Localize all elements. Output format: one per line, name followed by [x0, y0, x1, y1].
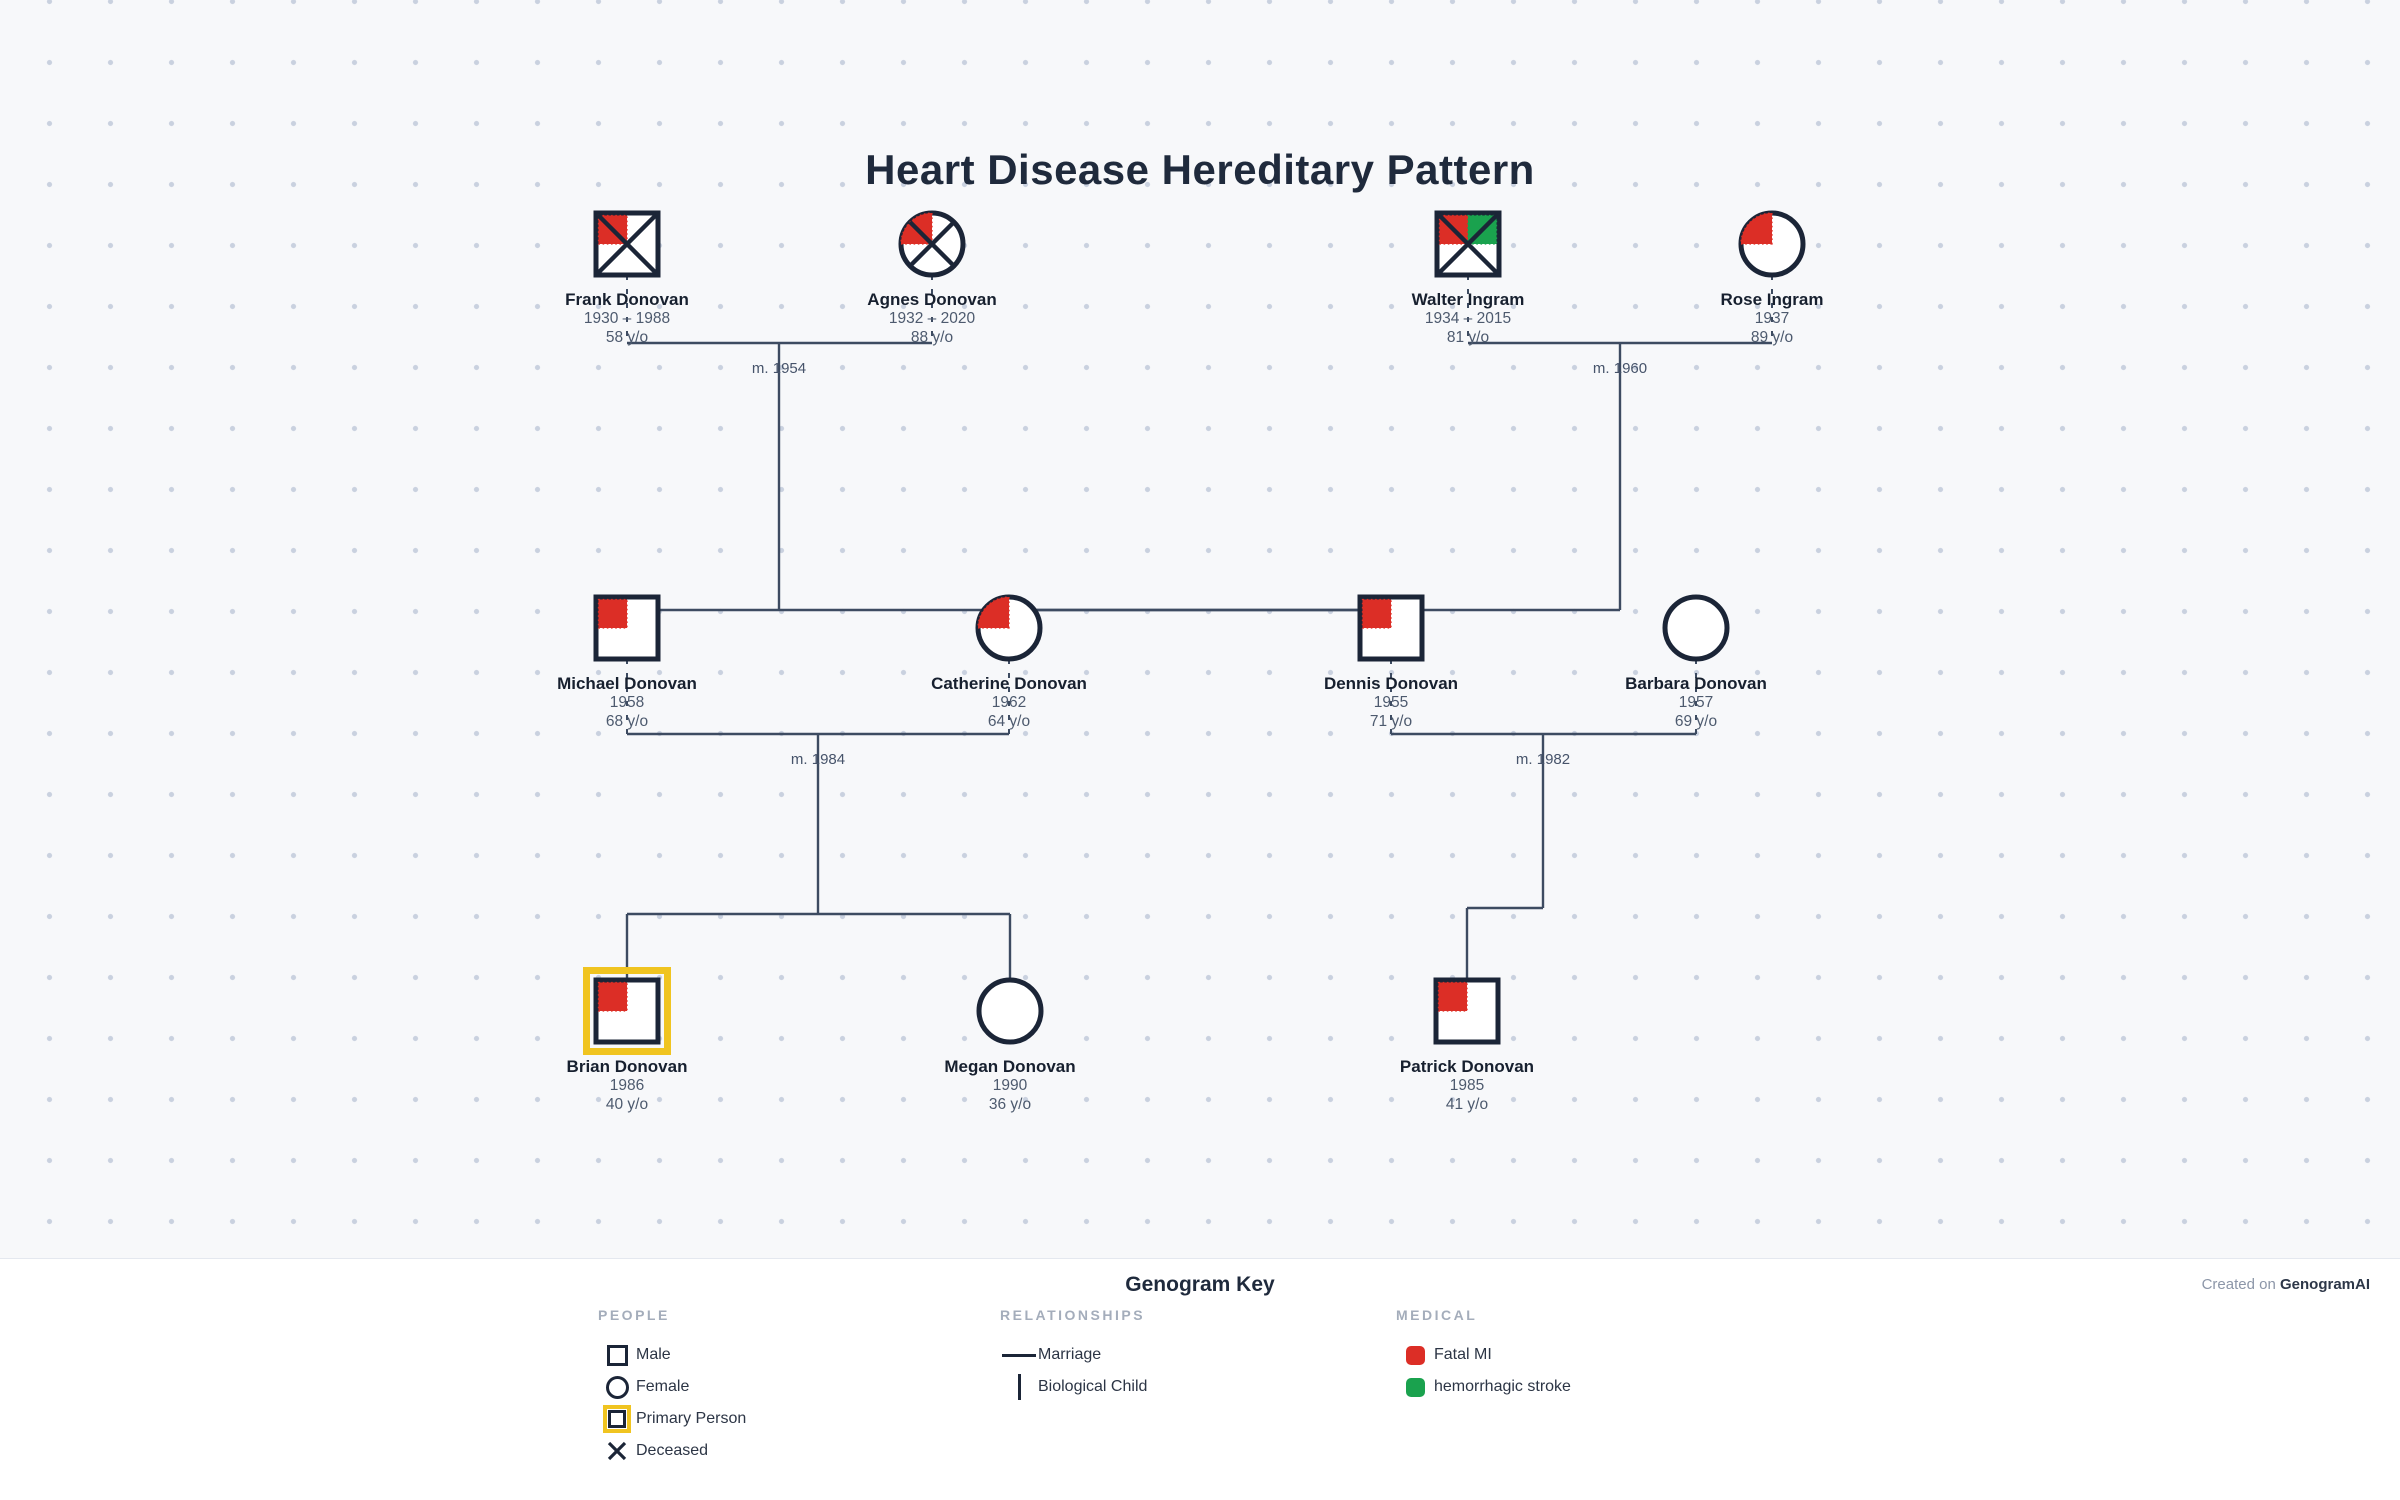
- key-item: Female: [598, 1371, 746, 1403]
- person-age: 69 y/o: [1674, 713, 1718, 730]
- person-name: Rose Ingram: [1720, 290, 1824, 309]
- marriage-line-icon: [1000, 1353, 1038, 1357]
- marriage-year-label: m. 1960: [1592, 360, 1648, 377]
- person-years: 1937: [1754, 310, 1790, 327]
- person-name: Barbara Donovan: [1625, 674, 1767, 693]
- person-age: 89 y/o: [1750, 329, 1794, 346]
- male-square-icon: [1434, 210, 1502, 278]
- key-item: Biological Child: [1000, 1371, 1147, 1403]
- female-circle-icon: [975, 594, 1043, 662]
- person-name: Walter Ingram: [1411, 290, 1525, 309]
- person-age: 64 y/o: [987, 713, 1031, 730]
- person-age: 68 y/o: [605, 713, 649, 730]
- person-years: 1986: [609, 1077, 645, 1094]
- person-node-catherine[interactable]: Catherine Donovan 1962 64 y/o: [899, 593, 1119, 731]
- key-item: Fatal MI: [1396, 1339, 1571, 1371]
- key-item: hemorrhagic stroke: [1396, 1371, 1571, 1403]
- person-node-brian[interactable]: Brian Donovan 1986 40 y/o: [517, 967, 737, 1114]
- person-age: 81 y/o: [1446, 329, 1490, 346]
- male-square-icon: [583, 967, 671, 1055]
- male-square-icon: [593, 594, 661, 662]
- key-item-label: Marriage: [1038, 1346, 1102, 1363]
- page-title: Heart Disease Hereditary Pattern: [865, 146, 1535, 194]
- credit-line: Created on GenogramAI: [2202, 1276, 2370, 1293]
- person-age: 36 y/o: [988, 1096, 1032, 1113]
- person-age: 71 y/o: [1369, 713, 1413, 730]
- genogram-key-panel: Genogram Key Created on GenogramAI PEOPL…: [0, 1258, 2400, 1500]
- person-age: 40 y/o: [605, 1096, 649, 1113]
- person-name: Patrick Donovan: [1399, 1057, 1535, 1076]
- person-node-frank[interactable]: Frank Donovan 1930 – 1988 58 y/o: [517, 209, 737, 347]
- female-circle-icon: [1662, 594, 1730, 662]
- key-item-label: Deceased: [636, 1442, 709, 1459]
- person-years: 1934 – 2015: [1424, 310, 1512, 327]
- credit-prefix: Created on: [2201, 1276, 2276, 1293]
- person-node-rose[interactable]: Rose Ingram 1937 89 y/o: [1662, 209, 1882, 347]
- key-item-label: Male: [636, 1346, 671, 1363]
- medical-swatch-icon: [1396, 1377, 1434, 1397]
- key-item: Male: [598, 1339, 746, 1371]
- person-age: 88 y/o: [910, 329, 954, 346]
- key-item-label: Primary Person: [636, 1410, 747, 1427]
- person-name: Agnes Donovan: [867, 290, 997, 309]
- male-icon: [598, 1344, 636, 1366]
- key-item: Deceased: [598, 1435, 746, 1467]
- person-name: Michael Donovan: [557, 674, 697, 693]
- person-name: Catherine Donovan: [931, 674, 1087, 693]
- key-item: Marriage: [1000, 1339, 1147, 1371]
- person-age: 58 y/o: [605, 329, 649, 346]
- key-item-label: hemorrhagic stroke: [1434, 1378, 1571, 1395]
- person-years: 1958: [609, 694, 645, 711]
- key-section-medical: MEDICAL Fatal MI hemorrhagic stroke: [1396, 1307, 1571, 1403]
- marriage-year-label: m. 1954: [751, 360, 807, 377]
- female-circle-icon: [1738, 210, 1806, 278]
- marriage-year-label: m. 1984: [790, 751, 846, 768]
- key-section-heading: RELATIONSHIPS: [1000, 1307, 1146, 1323]
- marriage-year-label: m. 1982: [1515, 751, 1571, 768]
- person-name: Brian Donovan: [566, 1057, 688, 1076]
- key-section-relationships: RELATIONSHIPS Marriage Biological Child: [1000, 1307, 1147, 1403]
- male-square-icon: [1357, 594, 1425, 662]
- person-node-patrick[interactable]: Patrick Donovan 1985 41 y/o: [1357, 976, 1577, 1114]
- male-square-icon: [1433, 977, 1501, 1045]
- primary-person-icon: [598, 1405, 636, 1433]
- person-node-michael[interactable]: Michael Donovan 1958 68 y/o: [517, 593, 737, 731]
- person-years: 1955: [1373, 694, 1409, 711]
- key-item-label: Fatal MI: [1434, 1346, 1492, 1363]
- key-item-label: Biological Child: [1038, 1378, 1148, 1395]
- person-years: 1990: [992, 1077, 1028, 1094]
- person-age: 41 y/o: [1445, 1096, 1489, 1113]
- key-item-label: Female: [636, 1378, 690, 1395]
- medical-swatch-icon: [1396, 1345, 1434, 1365]
- person-node-megan[interactable]: Megan Donovan 1990 36 y/o: [900, 976, 1120, 1114]
- deceased-x-icon: [598, 1440, 636, 1462]
- person-node-barbara[interactable]: Barbara Donovan 1957 69 y/o: [1586, 593, 1806, 731]
- key-section-heading: PEOPLE: [598, 1307, 670, 1323]
- person-years: 1957: [1678, 694, 1714, 711]
- credit-brand: GenogramAI: [2279, 1276, 2370, 1293]
- person-years: 1985: [1449, 1077, 1485, 1094]
- person-years: 1932 – 2020: [888, 310, 976, 327]
- male-square-icon: [593, 210, 661, 278]
- person-node-dennis[interactable]: Dennis Donovan 1955 71 y/o: [1281, 593, 1501, 731]
- biological-child-line-icon: [1000, 1374, 1038, 1400]
- person-name: Dennis Donovan: [1323, 674, 1459, 693]
- key-item: Primary Person: [598, 1403, 746, 1435]
- key-section-people: PEOPLE Male Female Primary Person Deceas…: [598, 1307, 746, 1467]
- key-title: Genogram Key: [1125, 1273, 1275, 1296]
- female-circle-icon: [976, 977, 1044, 1045]
- person-name: Frank Donovan: [565, 290, 689, 309]
- person-years: 1962: [991, 694, 1027, 711]
- person-years: 1930 – 1988: [583, 310, 671, 327]
- person-node-walter[interactable]: Walter Ingram 1934 – 2015 81 y/o: [1358, 209, 1578, 347]
- key-section-heading: MEDICAL: [1396, 1307, 1478, 1323]
- female-circle-icon: [898, 210, 966, 278]
- female-icon: [598, 1375, 636, 1399]
- person-name: Megan Donovan: [944, 1057, 1076, 1076]
- person-node-agnes[interactable]: Agnes Donovan 1932 – 2020 88 y/o: [822, 209, 1042, 347]
